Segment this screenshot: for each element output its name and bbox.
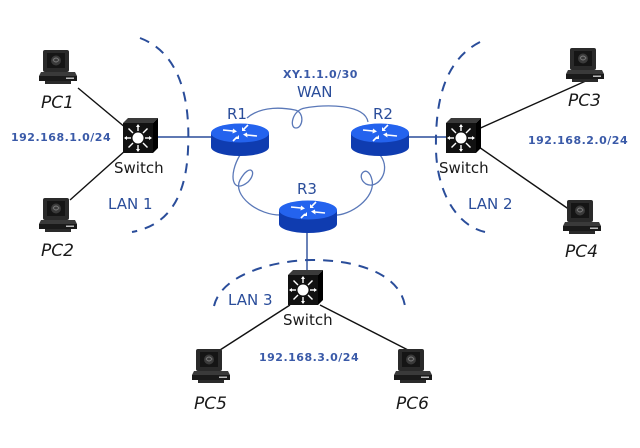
- computer-icon: [38, 49, 78, 85]
- lan3-subnet-label: 192.168.3.0/24: [259, 351, 359, 364]
- pc-label: PC4: [565, 242, 598, 262]
- router-r2[interactable]: R2: [350, 105, 410, 157]
- router-r1[interactable]: R1: [210, 105, 270, 157]
- lan3-label: LAN 3: [228, 291, 273, 309]
- wan-links: [232, 105, 386, 216]
- wan-link-r1-r3: [232, 154, 283, 216]
- router-icon: [350, 122, 410, 157]
- pc-label: PC1: [41, 93, 74, 113]
- pc-label: PC2: [41, 241, 74, 261]
- cable-pc3-switch2: [475, 79, 589, 131]
- pc-6[interactable]: PC6: [393, 348, 433, 414]
- computer-icon: [562, 199, 602, 235]
- pc-2[interactable]: PC2: [38, 197, 78, 261]
- wan-subnet-label: XY.1.1.0/30: [283, 68, 358, 81]
- switch-3[interactable]: Switch: [283, 269, 333, 329]
- router-r3[interactable]: R3: [278, 180, 338, 234]
- router-label: R3: [297, 180, 317, 198]
- computer-icon: [393, 348, 433, 384]
- lan-boundaries: [131, 37, 486, 307]
- cable-switch3-pc5: [219, 304, 291, 351]
- computer-icon: [38, 197, 78, 233]
- switch-1[interactable]: Switch: [114, 117, 164, 177]
- wan-link-r1-r2: [246, 105, 369, 129]
- wan-link-r2-r3: [333, 154, 386, 216]
- pc-3[interactable]: PC3: [565, 47, 605, 111]
- router-uplinks: [155, 136, 446, 272]
- pc-1[interactable]: PC1: [38, 49, 78, 113]
- wan-label: WAN: [297, 83, 333, 101]
- cable-pc2-switch1: [69, 149, 127, 201]
- lan1-label: LAN 1: [108, 195, 153, 213]
- lan2-subnet-label: 192.168.2.0/24: [528, 134, 628, 147]
- switch-2[interactable]: Switch: [439, 117, 489, 177]
- pc-5[interactable]: PC5: [191, 348, 231, 414]
- router-label: R2: [373, 105, 393, 123]
- lan1-boundary: [131, 37, 190, 233]
- switch-icon: [287, 269, 324, 306]
- pc-4[interactable]: PC4: [562, 199, 602, 262]
- switch-label: Switch: [439, 159, 489, 177]
- switch-label: Switch: [114, 159, 164, 177]
- cable-switch3-pc6: [319, 304, 409, 351]
- pc-label: PC3: [568, 91, 601, 111]
- router-icon: [210, 122, 270, 157]
- pc-label: PC6: [396, 394, 429, 414]
- switch-label: Switch: [283, 311, 333, 329]
- pc-label: PC5: [194, 394, 227, 414]
- router-icon: [278, 199, 338, 234]
- lan1-subnet-label: 192.168.1.0/24: [11, 131, 111, 144]
- router-label: R1: [227, 105, 247, 123]
- switch-icon: [445, 117, 482, 154]
- lan2-label: LAN 2: [468, 195, 513, 213]
- cable-pc1-switch1: [77, 87, 127, 129]
- switch-icon: [122, 117, 159, 154]
- computer-icon: [565, 47, 605, 83]
- ethernet-cables: [69, 79, 589, 351]
- computer-icon: [191, 348, 231, 384]
- lan3-boundary: [213, 258, 406, 307]
- cable-pc4-switch2: [475, 144, 571, 211]
